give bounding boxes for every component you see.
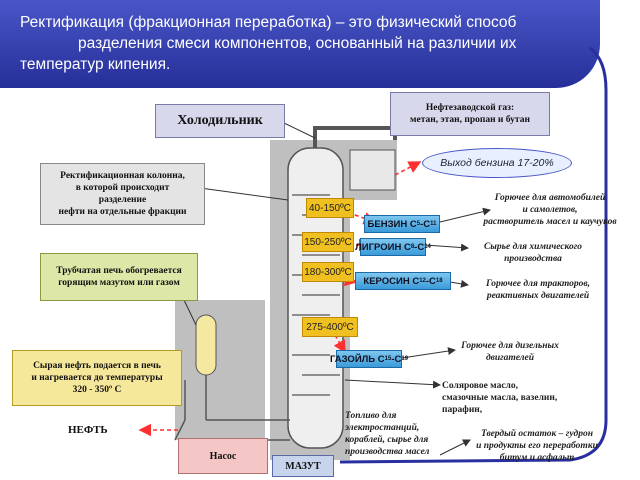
use-benzin: Горючее для автомобилей и самолетов, рас…	[483, 193, 617, 227]
use-residue: Твердый остаток – гудрон и продукты его …	[476, 429, 598, 463]
header-line-2: разделения смеси компонентов, основанный…	[78, 35, 517, 52]
gas-box: Нефтезаводской газ: метан, этан, пропан …	[390, 92, 550, 136]
temp-benzin: 40-150ºС	[306, 198, 354, 218]
use-kerosin: Горючее для тракторов, реактивных двигат…	[486, 279, 590, 301]
crude-box: Сырая нефть подается в печь и нагреваетс…	[12, 350, 182, 406]
column-line-2: в которой происходит	[75, 183, 170, 193]
mazut-box: МАЗУТ	[272, 455, 334, 477]
column-body	[287, 147, 344, 449]
pump-box: Насос	[178, 438, 268, 474]
crude-line-2: и нагревается до температуры	[31, 373, 163, 383]
column-line-4: нефти на отдельные фракции	[58, 207, 187, 217]
exit-arrow	[394, 161, 422, 176]
header-banner: Ректификация (фракционная переработка) –…	[0, 0, 600, 88]
pump-label: Насос	[209, 450, 237, 462]
return-line	[339, 46, 608, 464]
neft-label: НЕФТЬ	[68, 424, 108, 436]
header-title: Ректификация (фракционная переработка) –…	[20, 12, 580, 75]
temp-kerosin: 180-300ºС	[302, 262, 354, 282]
use-fuel: Топливо для электростанций, кораблей, сы…	[345, 411, 430, 457]
gas-line-2: метан, этан, пропан и бутан	[410, 115, 530, 125]
use-oils: Соляровое масло, смазочные масла, вазели…	[442, 381, 558, 415]
mazut-label: МАЗУТ	[285, 460, 321, 472]
use-ligroin: Сырье для химического производства	[483, 242, 583, 264]
furnace-line-2: горящим мазутом или газом	[58, 278, 180, 288]
condenser	[349, 149, 396, 191]
header-line-3: температур кипения.	[20, 56, 171, 73]
furnace-housing	[175, 300, 265, 440]
benzine-exit-ellipse: Выход бензина 17-20%	[422, 148, 572, 178]
use-gasoil: Горючее для дизельных двигателей	[461, 341, 559, 363]
crude-line-3: 320 - 350º С	[72, 385, 122, 395]
gasoil-arrow	[333, 334, 346, 354]
header-line-1: Ректификация (фракционная переработка) –…	[20, 14, 517, 31]
gas-line-1: Нефтезаводской газ:	[425, 103, 515, 113]
furnace-tank	[195, 314, 217, 376]
column-line-3: разделение	[98, 195, 147, 205]
column-line-1: Ректификационная колонна,	[60, 171, 185, 181]
benzine-exit-label: Выход бензина 17-20%	[440, 157, 554, 169]
column-box: Ректификационная колонна, в которой прои…	[40, 163, 205, 225]
temp-ligroin: 150-250ºС	[302, 232, 354, 252]
fridge-box: Холодильник	[155, 104, 285, 138]
fridge-label: Холодильник	[177, 113, 263, 128]
temp-gasoil: 275-400ºС	[302, 317, 358, 337]
furnace-box: Трубчатая печь обогревается горящим мазу…	[40, 253, 198, 301]
crude-line-1: Сырая нефть подается в печь	[33, 361, 161, 371]
furnace-line-1: Трубчатая печь обогревается	[56, 266, 182, 276]
